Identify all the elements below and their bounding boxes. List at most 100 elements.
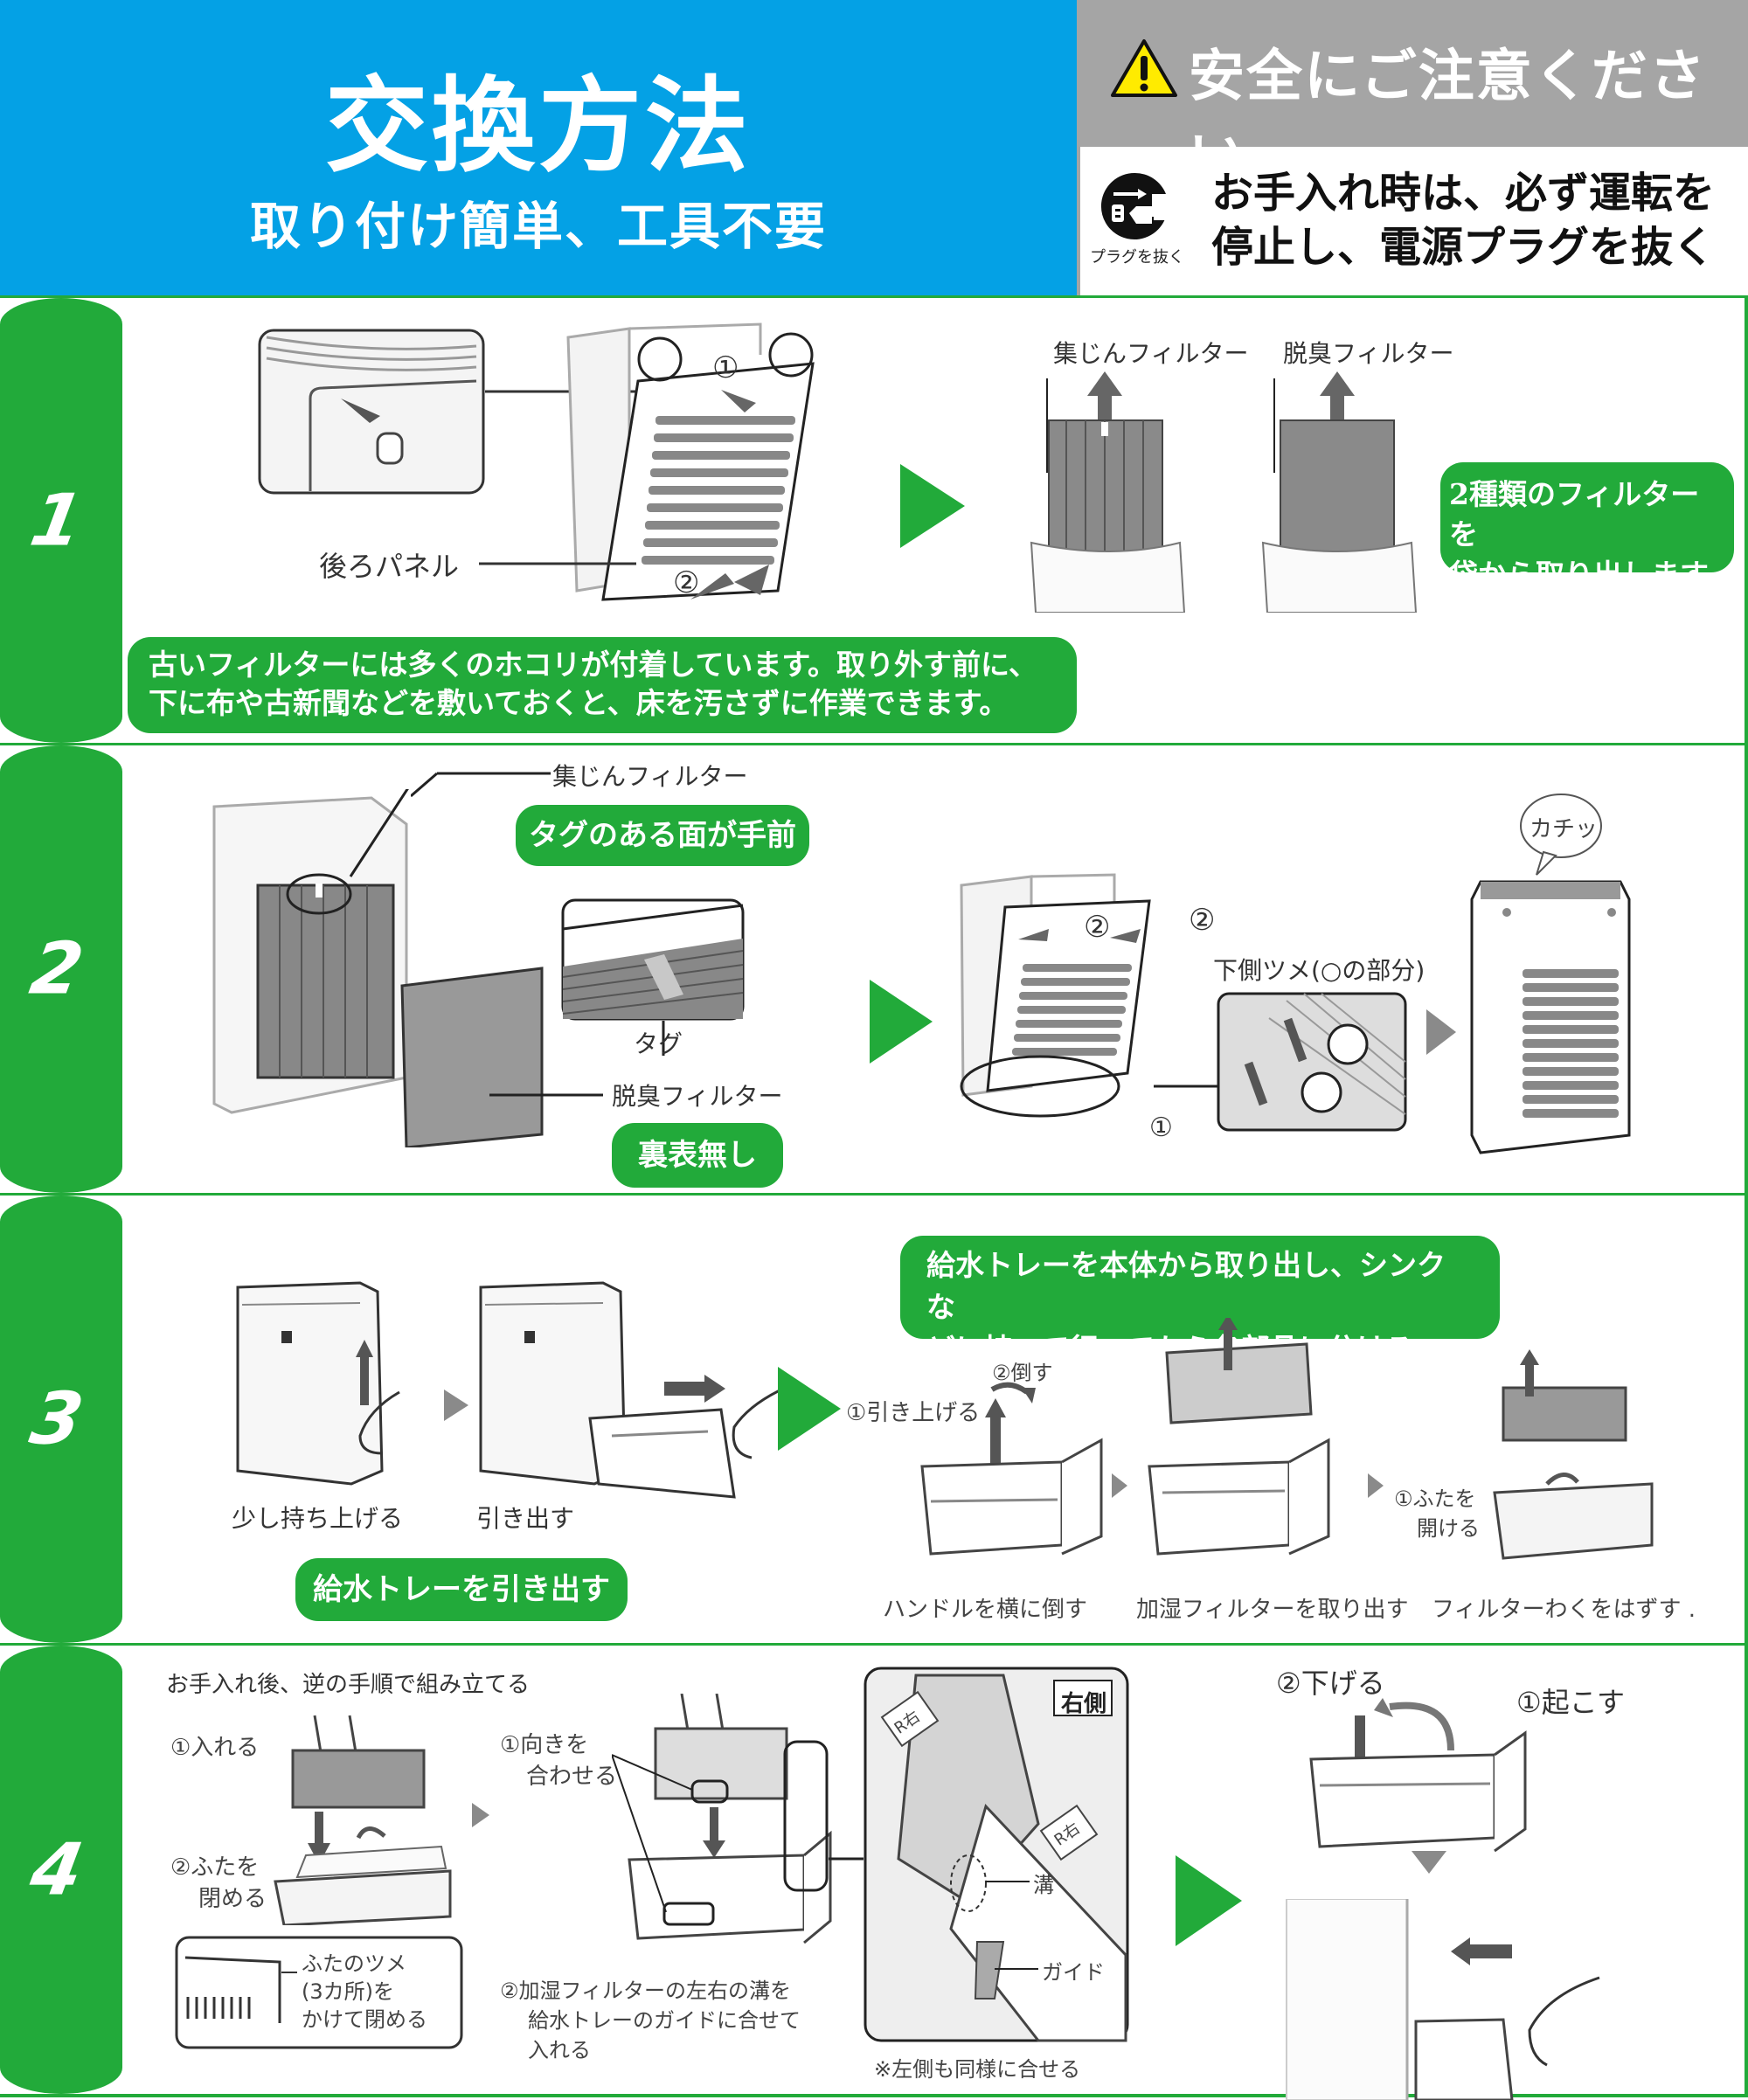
raise-label: ①起こす [1516,1686,1626,1719]
next-step-arrow-icon [1112,1473,1127,1498]
down-arrow-icon [1412,1851,1446,1874]
leader-line [1154,1085,1218,1088]
callout-line-1: 古いフィルターには多くのホコリが付着しています。取り外す前に、 [149,648,1038,682]
lift-label: 少し持ち上げる [232,1504,404,1533]
step-2: 2 集じんフィルター タグのある面が手前 タグ 脱臭フィルター 裏表無し [0,743,1748,1193]
leader-line [489,1093,603,1097]
filters-in-bags-illustration [1030,371,1418,613]
handle-label: ハンドルを横に倒す [883,1597,1088,1623]
insert-label: ①入れる [170,1735,260,1761]
lid-claws-label: ふたのツメ (3カ所)を かけて閉める [302,1950,427,2034]
label-line-2: 合わせる [526,1764,618,1790]
callout-unpack-filters: 2種類のフィルターを 袋から取り出します [1440,462,1734,592]
deodor-filter-label: 脱臭フィルター [1283,339,1454,368]
step-border [1745,1196,1748,1643]
callout-reversible: 裏表無し [612,1123,783,1188]
next-step-arrow-icon [1368,1473,1384,1498]
next-arrow-icon [1176,1855,1242,1946]
callout-pull-tray: 給水トレーを引き出す [295,1558,628,1621]
step-border [1745,1646,1748,2094]
leader-line [829,1857,864,1861]
step-2-tab: 2 [0,745,122,1193]
remove-frame-label: フィルターわくをはずす . [1432,1597,1696,1623]
lower-claw-label: 下側ツメ(○の部分) [1213,956,1425,985]
dust-filter-label: 集じんフィルター [1053,339,1249,368]
filter-install-illustration [212,789,544,1147]
callout-line-1: 2種類のフィルターを [1449,477,1700,551]
unplug-icon [1100,172,1168,239]
step-number: 2 [24,927,89,1011]
next-arrow-icon [778,1367,841,1451]
tag-closeup-inset [561,898,745,1021]
right-side-label: 右側 [1061,1691,1107,1717]
remove-filter-label: 加湿フィルターを取り出す [1136,1597,1409,1623]
safety-line-1: お手入れ時は、必ず運転を [1211,169,1716,218]
next-step-arrow-icon [472,1803,489,1827]
safety-line-2: 停止し、電源プラグを抜く [1211,223,1716,272]
callout-line-1: 給水トレーを本体から取り出し、シンクな [926,1248,1446,1324]
unplug-label: プラグを抜く [1090,248,1184,267]
safety-notice: プラグを抜く お手入れ時は、必ず運転を 停止し、電源プラグを抜く [1077,147,1748,295]
click-sound-label: カチッ [1530,816,1599,842]
page-subtitle: 取り付け簡単、工具不要 [249,197,827,256]
lower-label: ②下げる [1276,1667,1385,1700]
label-line-1: ②ふたを [170,1854,260,1881]
step-4: 4 お手入れ後、逆の手順で組み立てる ①入れる ②ふたを 閉める ふたのツメ (… [0,1643,1748,2100]
insert-filter-illustration [274,1715,452,1925]
remove-humidifier-filter-illustration [1148,1318,1330,1556]
next-arrow-icon [870,980,933,1064]
marker-1: ① [712,350,739,385]
left-side-note: ※左側も同様に合せる [874,2057,1081,2082]
step-3: 3 少し持ち上げる 引き出す 給水トレーを引き出す 給水トレーを本体から取り出し… [0,1193,1748,1643]
safety-header: 安全にご注意ください [1077,0,1748,190]
label-line-2: 給水トレーのガイドに合せて [528,2008,801,2033]
pull-out-label: 引き出す [476,1504,575,1533]
step-4-tab: 4 [0,1646,122,2094]
right-side-closeup-inset [864,1667,1129,2042]
close-lid-label: ②ふたを 閉める [170,1852,267,1915]
guide-label: ガイド [1042,1960,1105,1985]
callout-line-2: 袋から取り出します [1449,558,1709,592]
callout-dust-warning: 古いフィルターには多くのホコリが付着しています。取り外す前に、 下に布や古新聞な… [128,637,1077,733]
leader-line [662,1021,665,1056]
rear-panel-illustration [566,322,815,601]
marker-2: ② [673,565,700,600]
label-line-2: 開ける [1417,1516,1480,1541]
marker-2a: ② [1084,910,1111,945]
label-line-2: 閉める [198,1886,267,1912]
label-line-3: 入れる [528,2038,591,2062]
leader-line [479,562,636,565]
label-line-3: かけて閉める [302,2007,427,2032]
groove-label: 溝 [1033,1873,1054,1897]
safety-text: お手入れ時は、必ず運転を 停止し、電源プラグを抜く [1211,166,1745,274]
lift-purifier-illustration [236,1281,400,1486]
next-arrow-icon [900,464,965,548]
page-title: 交換方法 [324,66,752,186]
callout-line-2: 下に布や古新聞などを敷いておくと、床を汚さずに作業できます。 [149,686,1009,720]
callout-tag-front: タグのある面が手前 [516,805,809,866]
label-line-1: ①ふたを [1394,1487,1476,1511]
header-banner: 交換方法 取り付け簡単、工具不要 [0,0,1077,295]
marker-2b: ② [1189,903,1216,938]
handle-tilt-illustration [920,1382,1103,1556]
claw-closeup-inset [1217,992,1407,1132]
rear-panel-label: 後ろパネル [319,550,460,583]
step-border [1745,745,1748,1193]
label-line-1: ふたのツメ [302,1951,406,1976]
step-3-tab: 3 [0,1196,122,1643]
step-1-tab: 1 [0,298,122,743]
leader-line [411,772,551,798]
reassemble-label: お手入れ後、逆の手順で組み立てる [166,1672,531,1698]
guide-instruction: ②加湿フィルターの左右の溝を 給水トレーのガイドに合せて 入れる [500,1976,801,2065]
align-label: ①向きを 合わせる [500,1729,617,1792]
pull-tray-illustration [479,1281,795,1499]
label-line-2: (3カ所)を [302,1979,394,2004]
next-step-arrow-icon [444,1390,468,1421]
insert-tray-illustration [1286,1899,1600,2100]
pull-up-label: ①引き上げる [846,1400,981,1426]
click-bubble [1520,794,1602,876]
tilt-label: ②倒す [992,1361,1053,1385]
next-step-arrow-icon [1426,1009,1456,1055]
dust-filter-label: 集じんフィルター [552,762,748,791]
align-filter-illustration [612,1694,832,1944]
